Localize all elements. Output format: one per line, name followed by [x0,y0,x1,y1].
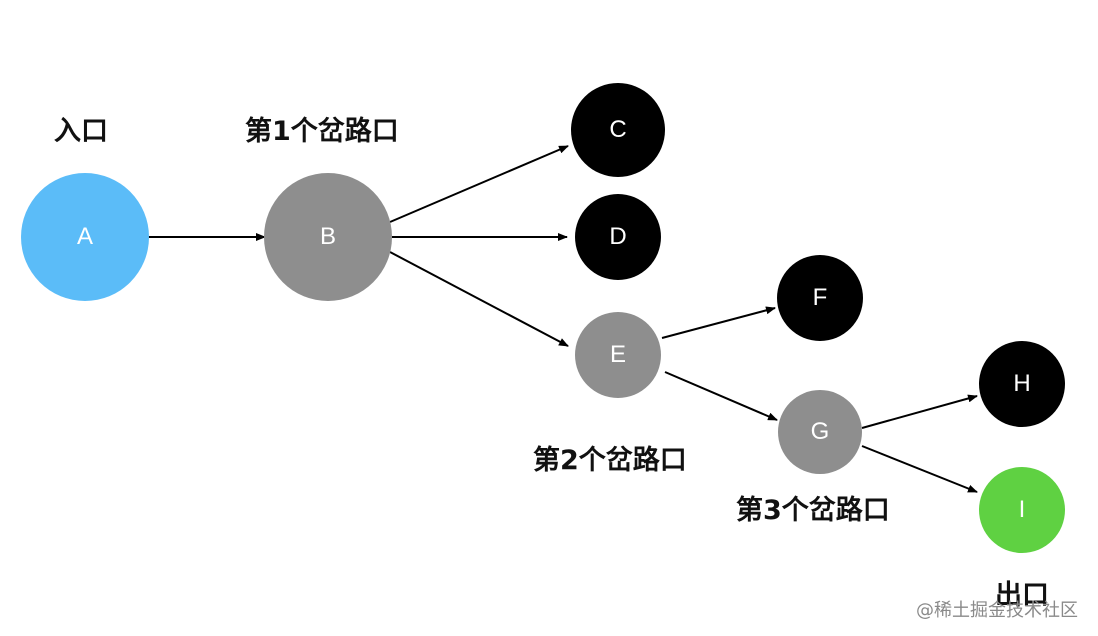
edge-b-c [389,145,569,223]
node-label: E [609,341,626,368]
exit-label: 出口 [995,580,1049,611]
watermark: @稀土掘金技术社区 [916,600,1078,621]
node-d: D [575,194,661,280]
fork-3-label: 第3个岔路口 [736,495,890,526]
node-b: B [264,173,392,301]
node-label: F [812,284,828,311]
node-label: G [810,418,830,445]
node-h: H [979,341,1065,427]
node-label: I [1018,496,1026,523]
node-c: C [571,83,665,177]
fork-2-label: 第2个岔路口 [533,445,687,476]
edge-b-e [389,251,569,347]
edge-g-h [861,394,978,429]
node-label: A [76,223,93,250]
node-label: B [319,223,336,250]
edge-e-g [664,371,778,421]
node-label: H [1013,370,1031,397]
edge-e-f [661,306,776,339]
node-label: C [609,116,627,143]
entry-label: 入口 [54,116,108,147]
node-e: E [575,312,661,398]
node-g: G [778,390,862,474]
node-label: D [609,223,627,250]
fork-1-label: 第1个岔路口 [245,116,399,147]
node-f: F [777,255,863,341]
node-a: A [21,173,149,301]
node-i: I [979,467,1065,553]
edge-g-i [861,445,978,493]
